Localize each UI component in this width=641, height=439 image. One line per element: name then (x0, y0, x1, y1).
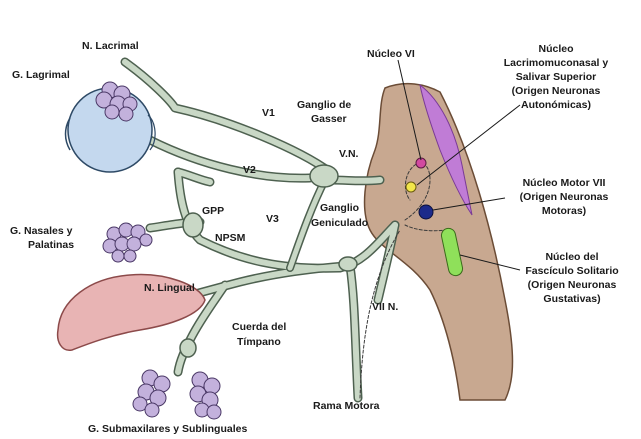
label-n-lingual: N. Lingual (144, 282, 195, 294)
label-ganglio-geniculado-2: Geniculado (311, 217, 368, 229)
label-ganglio-geniculado-1: Ganglio (320, 202, 359, 214)
label-nucleo-lacrimo-4: (Origen Neuronas (512, 85, 601, 97)
label-npsm: NPSM (215, 232, 246, 244)
label-rama-motora: Rama Motora (313, 400, 380, 412)
label-cuerda-timpano-1: Cuerda del (232, 321, 286, 333)
submaxillary-glands (133, 370, 221, 419)
label-nucleo-motor-2: (Origen Neuronas (520, 191, 609, 203)
label-ganglio-gasser-2: Gasser (311, 113, 347, 125)
label-g-submaxilares: G. Submaxilares y Sublinguales (88, 423, 247, 435)
label-nucleo-lacrimo-2: Lacrimomuconasal y (504, 57, 609, 69)
label-nucleo-lacrimo-5: Autonómicas) (521, 99, 591, 111)
label-g-nasales-2: Palatinas (28, 239, 74, 251)
label-v2: V2 (243, 164, 256, 176)
ganglio-gasser (310, 165, 338, 187)
nucleus-lacrimomuconasal (406, 182, 416, 192)
eye-group (66, 82, 156, 172)
label-v1: V1 (262, 107, 275, 119)
label-cuerda-timpano-2: Tímpano (237, 336, 281, 348)
nerve-v1 (125, 62, 330, 172)
ganglio-geniculado (339, 257, 357, 271)
label-nucleo-fasciculo-1: Núcleo del (545, 251, 598, 263)
label-nucleo-fasciculo-2: Fascículo Solitario (525, 265, 618, 277)
label-g-lagrimal: G. Lagrimal (12, 69, 70, 81)
label-nucleo-vi: Núcleo VI (367, 48, 415, 60)
label-nucleo-lacrimo-3: Salivar Superior (516, 71, 597, 83)
label-vii-n: VII N. (372, 301, 398, 313)
label-nucleo-lacrimo-1: Núcleo (538, 43, 573, 55)
label-v3: V3 (266, 213, 279, 225)
nucleus-motor-vii (419, 205, 433, 219)
label-nucleo-fasciculo-4: Gustativas) (543, 293, 600, 305)
ganglio-submaxilar (180, 339, 196, 357)
label-n-lacrimal: N. Lacrimal (82, 40, 139, 52)
label-nucleo-motor-3: Motoras) (542, 205, 586, 217)
ganglio-gpp (183, 213, 203, 237)
label-vn: V.N. (339, 148, 359, 160)
nasal-palatine-glands (103, 223, 152, 262)
label-ganglio-gasser-1: Ganglio de (297, 99, 351, 111)
label-g-nasales-1: G. Nasales y (10, 225, 73, 237)
label-gpp: GPP (202, 205, 224, 217)
label-nucleo-fasciculo-3: (Origen Neuronas (528, 279, 617, 291)
label-nucleo-motor-1: Núcleo Motor VII (523, 177, 606, 189)
brainstem (365, 84, 513, 400)
